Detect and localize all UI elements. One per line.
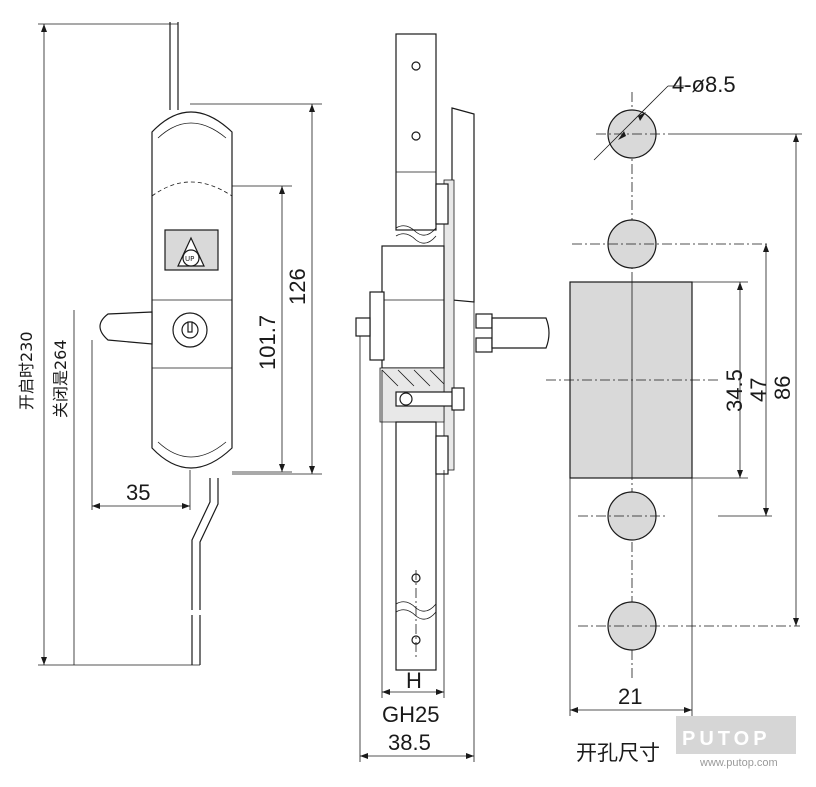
cutout-size-caption: 开孔尺寸 bbox=[576, 741, 660, 765]
up-mark: UP bbox=[185, 255, 194, 263]
logo-name: PUTOP bbox=[682, 728, 771, 750]
dim-21-label: 21 bbox=[618, 684, 642, 709]
dim-34-5-label: 34.5 bbox=[722, 369, 747, 412]
hole-spec-label: 4-ø8.5 bbox=[672, 72, 736, 97]
dim-101-7-label: 101.7 bbox=[255, 315, 280, 370]
closed-height-label: 关闭是264 bbox=[51, 339, 70, 418]
dim-126-label: 126 bbox=[285, 268, 310, 305]
side-view: H GH25 38.5 bbox=[355, 33, 550, 762]
dim-38-5-label: 38.5 bbox=[388, 730, 431, 755]
open-height-label: 开启时230 bbox=[17, 331, 36, 410]
dim-47-label: 47 bbox=[746, 378, 771, 402]
dim-35-label: 35 bbox=[126, 480, 150, 505]
dim-h-label: H bbox=[406, 668, 422, 693]
cutout-view: 4-ø8.5 34.5 47 86 21 开孔尺寸 bbox=[546, 72, 802, 765]
front-view: UP 35 101.7 126 bbox=[17, 22, 322, 666]
logo-url: www.putop.com bbox=[699, 757, 778, 769]
dim-86-label: 86 bbox=[770, 376, 795, 400]
dim-gh25-label: GH25 bbox=[382, 702, 439, 727]
putop-logo: PUTOP www.putop.com bbox=[676, 716, 796, 769]
